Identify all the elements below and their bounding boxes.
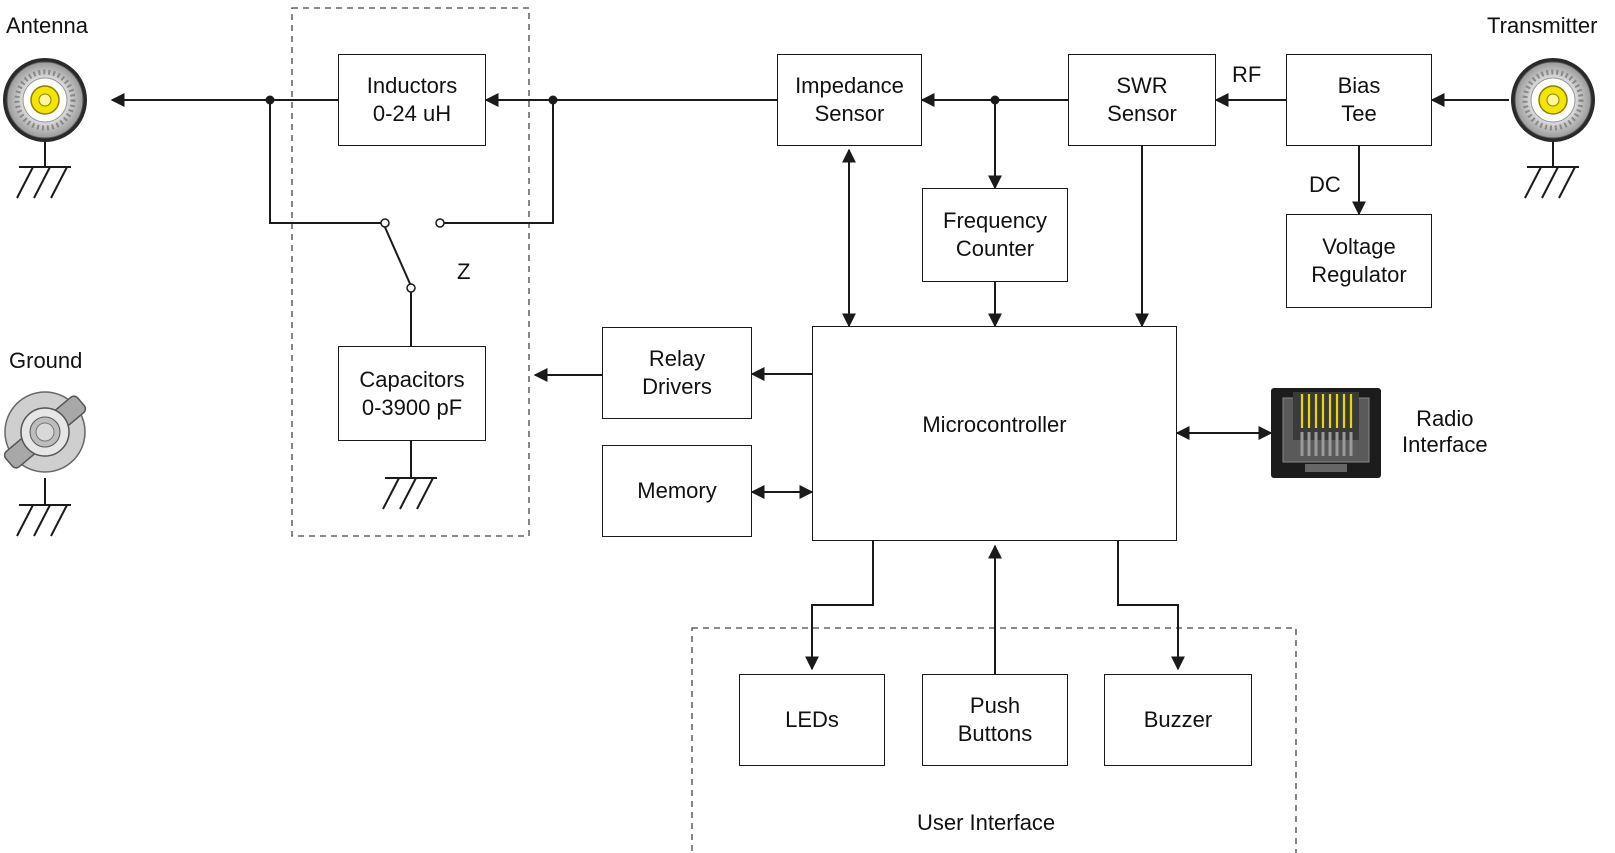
switch-blade <box>383 224 412 287</box>
relay-drivers-block: Relay Drivers <box>602 327 752 419</box>
switch-contact <box>435 218 445 228</box>
impedance-sensor-block: Impedance Sensor <box>777 54 922 146</box>
buzzer-block: Buzzer <box>1104 674 1252 766</box>
push-buttons-block: Push Buttons <box>922 674 1068 766</box>
bias-tee-block: Bias Tee <box>1286 54 1432 146</box>
leds-block: LEDs <box>739 674 885 766</box>
frequency-counter-block: Frequency Counter <box>922 188 1068 282</box>
wire-bypass-left <box>269 100 382 224</box>
wire-bypass-right <box>442 100 554 224</box>
inductors-block: Inductors 0-24 uH <box>338 54 486 146</box>
rf-label: RF <box>1232 62 1262 87</box>
ground-symbol <box>382 477 437 510</box>
microcontroller-block: Microcontroller <box>812 326 1177 541</box>
voltage-regulator-block: Voltage Regulator <box>1286 214 1432 308</box>
junction-dot <box>990 95 1000 105</box>
transmitter-label: Transmitter <box>1487 13 1598 38</box>
antenna-label: Antenna <box>6 13 88 38</box>
antenna-connector-icon <box>3 58 87 142</box>
tuner-network-group <box>291 7 530 537</box>
wire-mcu-to-buzzer <box>1117 541 1185 671</box>
ground-post-icon <box>3 391 87 473</box>
ground-label: Ground <box>9 348 83 373</box>
rj45-jack-icon <box>1271 388 1381 478</box>
memory-block: Memory <box>602 445 752 537</box>
ground-symbol <box>1524 140 1579 199</box>
junction-dot <box>265 95 275 105</box>
ground-symbol <box>16 478 71 537</box>
junction-dot <box>548 95 558 105</box>
transmitter-connector-icon <box>1511 58 1595 142</box>
radio-interface-label: Radio Interface <box>1402 406 1488 457</box>
swr-sensor-block: SWR Sensor <box>1068 54 1216 146</box>
z-label: Z <box>457 259 471 284</box>
switch-contact <box>380 218 390 228</box>
user-interface-label: User Interface <box>917 810 1056 835</box>
switch-contact <box>406 283 416 293</box>
dc-label: DC <box>1309 172 1341 197</box>
capacitors-block: Capacitors 0-3900 pF <box>338 346 486 441</box>
ground-symbol <box>16 140 71 199</box>
wire-mcu-to-leds <box>805 541 874 671</box>
